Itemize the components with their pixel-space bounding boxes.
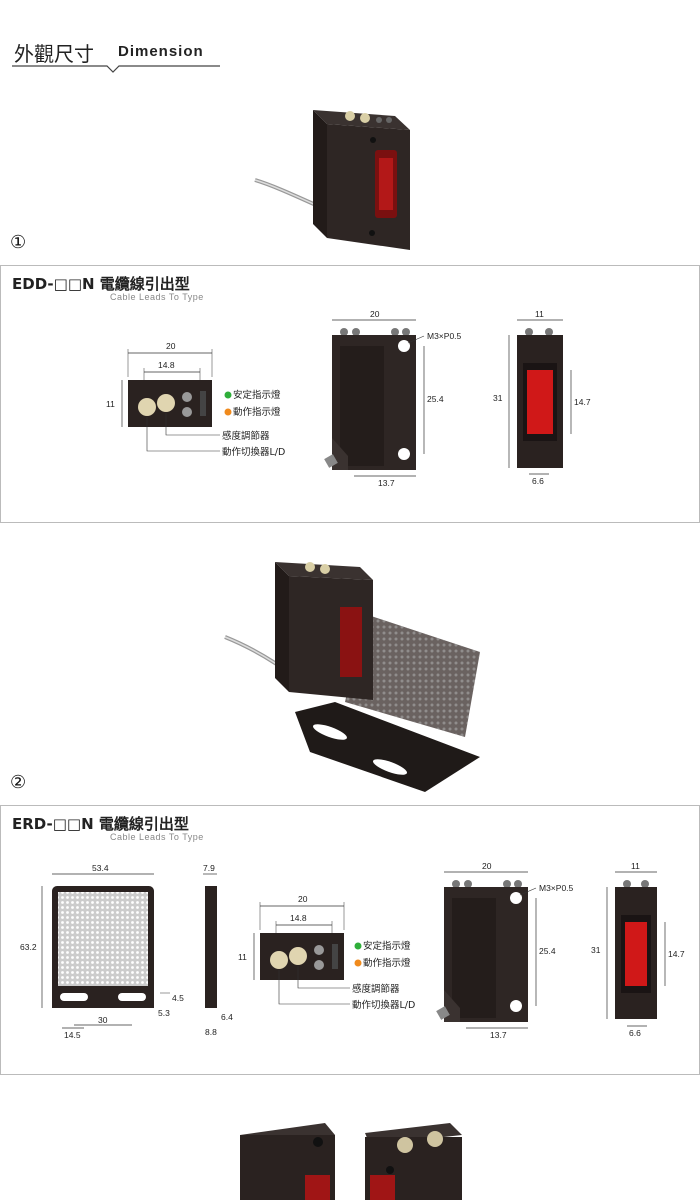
s1-led-action: 動作指示燈: [233, 406, 281, 418]
s1-side-screw: M3×P0.5: [427, 331, 462, 341]
s2-switch: 動作切換器L/D: [352, 999, 415, 1011]
s2-refl-r2: 5.3: [158, 1008, 170, 1018]
s2-front-h: 31: [591, 945, 601, 955]
s2-front-lens: 14.7: [668, 949, 685, 959]
page-title-en: Dimension: [118, 43, 204, 60]
s2-reflector-drawing: 53.4 63.2 30 14.5 4.5 5.3: [20, 863, 184, 1040]
section-2-model: ERD-□□N 電纜線引出型: [12, 815, 189, 833]
s2-top-w: 20: [298, 894, 308, 904]
s2-side-w: 20: [482, 861, 492, 871]
s1-side-h: 25.4: [427, 394, 444, 404]
s2-refl-pitch: 30: [98, 1015, 108, 1025]
s2-side-view-drawing: 20 M3×P0.5 25.4 13.7: [436, 861, 574, 1040]
s1-top-inner: 14.8: [158, 360, 175, 370]
page-title-zh: 外觀尺寸: [14, 42, 94, 66]
s1-top-view-drawing: 20 14.8 11 安定指示燈 動作指示燈 感度調節器 動作切換器L/D: [106, 341, 285, 458]
s1-led-stable: 安定指示燈: [233, 389, 281, 401]
s2-refl-h: 63.2: [20, 942, 37, 952]
s2-front-bottom: 6.6: [629, 1028, 641, 1038]
s2-refl-left: 14.5: [64, 1030, 81, 1040]
s1-side-bottom: 13.7: [378, 478, 395, 488]
sensor-photo-1: [254, 110, 410, 250]
s1-front-view-drawing: 11 31 14.7 6.6: [493, 309, 591, 486]
section-1-model: EDD-□□N 電纜線引出型: [12, 275, 190, 293]
s2-led-action: 動作指示燈: [363, 957, 411, 969]
section-2-subtitle: Cable Leads To Type: [110, 832, 204, 842]
s2-reflector-side-drawing: 7.9 6.4 8.8: [203, 863, 233, 1037]
s2-side-bottom: 13.7: [490, 1030, 507, 1040]
s2-side-b2: 8.8: [205, 1027, 217, 1037]
title-underline: [12, 65, 220, 73]
s1-switch: 動作切換器L/D: [222, 446, 285, 458]
sensor-pair-photo: [240, 1123, 462, 1200]
s2-side-screw: M3×P0.5: [539, 883, 574, 893]
s2-top-inner: 14.8: [290, 913, 307, 923]
s1-front-w: 11: [535, 309, 544, 319]
s1-top-h: 11: [106, 399, 115, 409]
s1-sensitivity: 感度調節器: [222, 430, 270, 442]
s1-front-lens: 14.7: [574, 397, 591, 407]
s1-side-view-drawing: 20 M3×P0.5 25.4 13.7: [324, 309, 462, 488]
section-1-subtitle: Cable Leads To Type: [110, 292, 204, 302]
s1-front-bottom: 6.6: [532, 476, 544, 486]
s2-refl-r1: 4.5: [172, 993, 184, 1003]
s2-led-stable: 安定指示燈: [363, 940, 411, 952]
s1-top-w: 20: [166, 341, 176, 351]
sensor-reflector-photo: [224, 562, 480, 792]
section-1-number: ①: [10, 232, 27, 253]
section-2-number: ②: [10, 772, 27, 793]
s2-side-h: 25.4: [539, 946, 556, 956]
s2-front-w: 11: [631, 861, 640, 871]
s2-refl-w: 53.4: [92, 863, 109, 873]
s2-side-b1: 6.4: [221, 1012, 233, 1022]
s2-sensitivity: 感度調節器: [352, 983, 400, 995]
s1-front-h: 31: [493, 393, 503, 403]
s2-top-h: 11: [238, 952, 247, 962]
s2-front-view-drawing: 11 31 14.7 6.6: [591, 861, 685, 1038]
s1-side-w: 20: [370, 309, 380, 319]
s2-side-t: 7.9: [203, 863, 215, 873]
s2-top-view-drawing: 20 14.8 11 安定指示燈 動作指示燈 感度調節器 動作切換器L/D: [238, 894, 415, 1011]
